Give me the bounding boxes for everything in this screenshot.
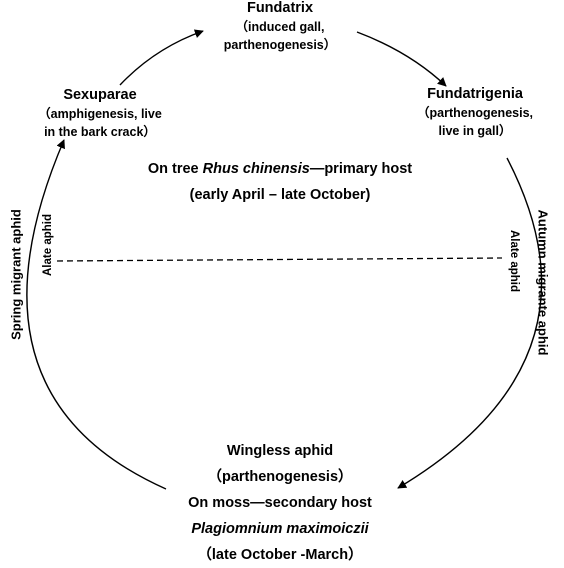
primary-host-prefix: On tree: [147, 161, 203, 177]
primary-host-line: On tree Rhus chinensis—primary host: [110, 156, 450, 182]
label-spring-migrant: Spring migrant aphid: [8, 209, 24, 340]
fundatrigenia-title: Fundatrigenia: [427, 86, 523, 102]
fundatrigenia-line2: live in gall）: [438, 124, 512, 138]
fundatrix-line2: parthenogenesis）: [223, 38, 337, 52]
wingless-period: （late October -March）: [197, 547, 363, 563]
sexuparae-title: Sexuparae: [63, 87, 137, 103]
wingless-line1: （parthenogenesis）: [207, 469, 353, 485]
node-sexuparae: Sexuparae （amphigenesis, live in the bar…: [15, 86, 185, 141]
fundatrix-line1: （induced gall,: [235, 20, 325, 34]
sexuparae-line2: in the bark crack）: [44, 125, 156, 139]
fundatrigenia-line1: （parthenogenesis,: [417, 106, 533, 120]
primary-host-period: (early April – late October): [189, 187, 371, 203]
fundatrix-title: Fundatrix: [246, 0, 314, 16]
arrow-fundatrix-to-fundatrigenia: [356, 31, 447, 87]
primary-host-suffix: —primary host: [309, 161, 413, 177]
wingless-species: Plagiomnium maximoiczii: [130, 516, 430, 542]
arrow-sexuparae-to-fundatrix: [119, 29, 204, 86]
node-fundatrix: Fundatrix （induced gall, parthenogenesis…: [180, 0, 380, 54]
sexuparae-line1: （amphigenesis, live: [38, 107, 162, 121]
secondary-host-species: Plagiomnium maximoiczii: [191, 521, 369, 537]
primary-host-species: Rhus chinensis: [202, 161, 310, 177]
label-alate-right: Alate aphid: [508, 230, 520, 292]
node-wingless-aphid: Wingless aphid （parthenogenesis） On moss…: [130, 438, 430, 568]
wingless-title: Wingless aphid: [226, 443, 334, 459]
arrow-wingless-to-sexuparae: [26, 139, 167, 490]
node-fundatrigenia: Fundatrigenia （parthenogenesis, live in …: [390, 85, 560, 140]
host-boundary-dashed-line: [56, 257, 503, 262]
label-alate-left: Alate aphid: [42, 214, 54, 276]
label-autumn-migrant: Autumn migrante aphid: [535, 209, 551, 356]
arrow-fundatrigenia-to-wingless: [397, 157, 543, 489]
wingless-line2: On moss—secondary host: [188, 495, 372, 511]
primary-host-label: On tree Rhus chinensis—primary host (ear…: [110, 156, 450, 208]
